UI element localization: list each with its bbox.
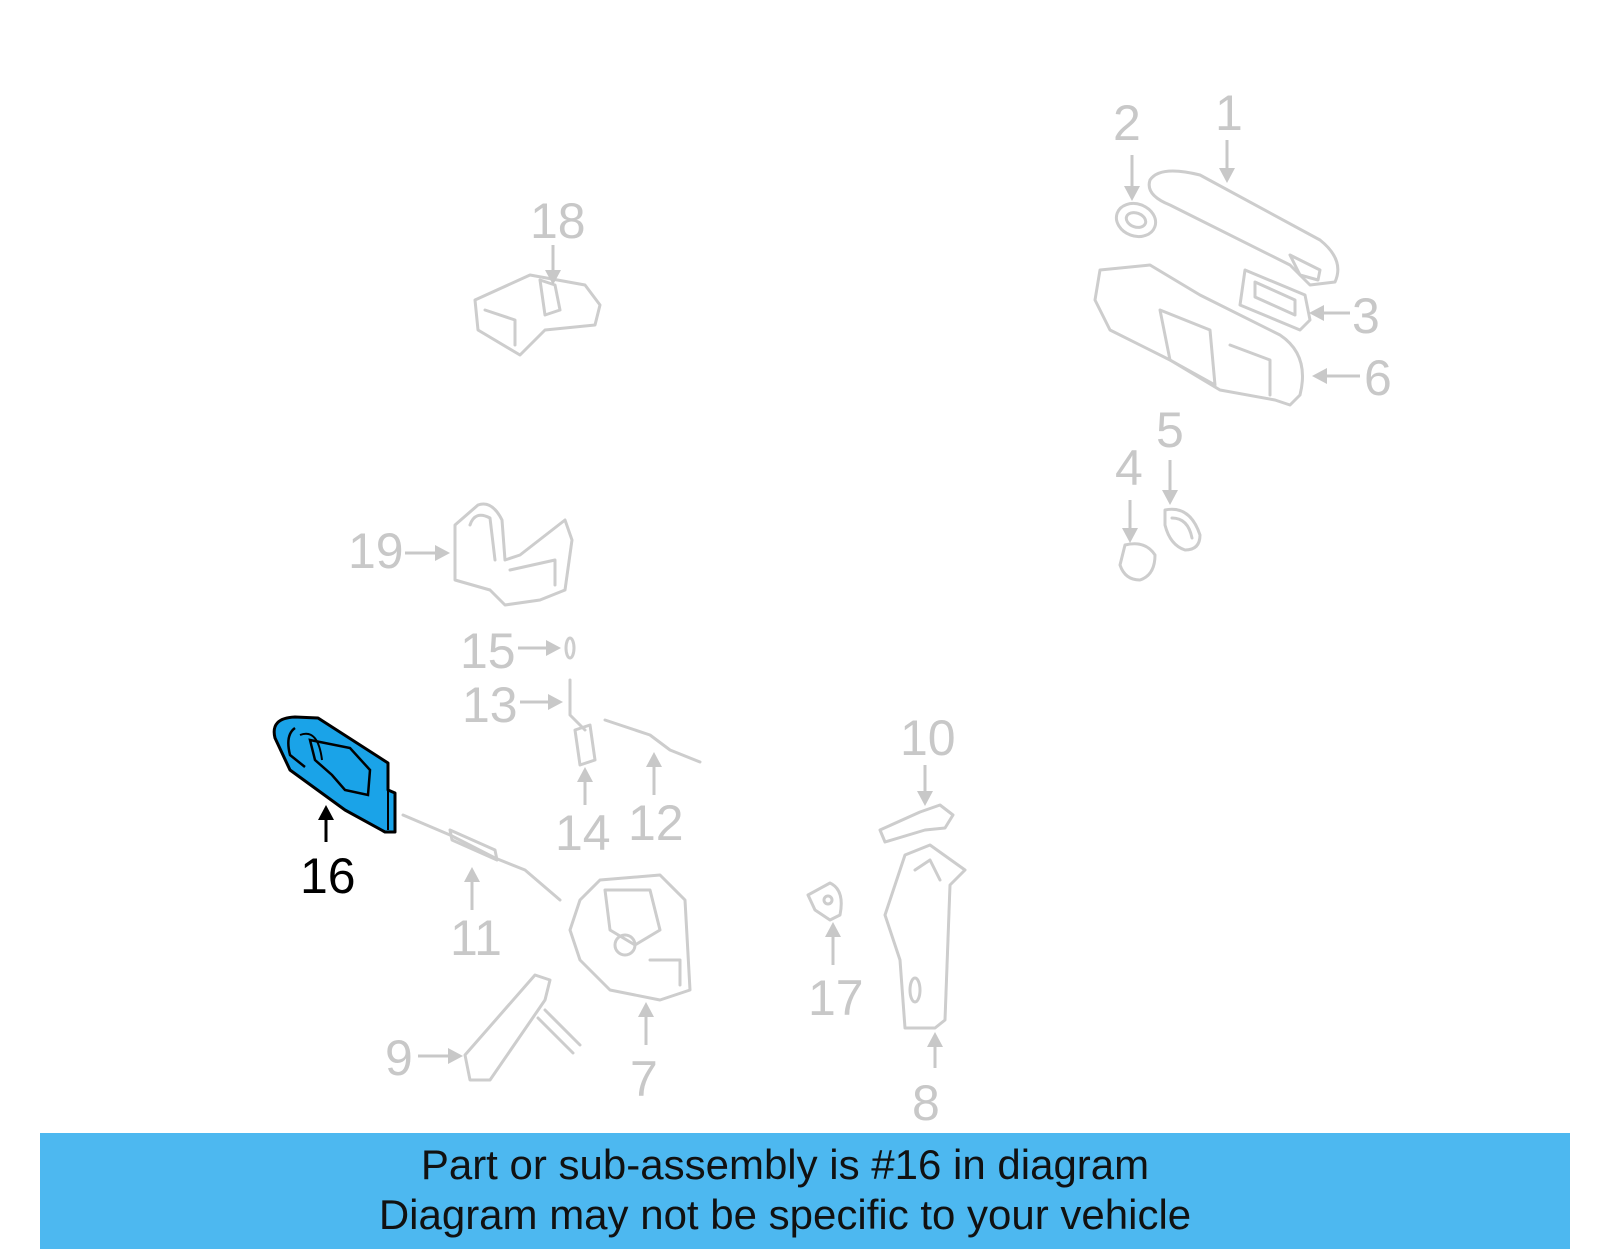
callout-17: 17	[808, 970, 864, 1026]
part-2-gasket	[1114, 201, 1158, 239]
arrow-7	[638, 1002, 654, 1045]
callout-19: 19	[348, 523, 404, 579]
callout-5: 5	[1156, 402, 1184, 458]
callout-14: 14	[555, 805, 611, 861]
part-9-bracket	[463, 973, 582, 1082]
callout-15: 15	[460, 623, 516, 679]
part-15-clip	[564, 636, 576, 660]
callout-3: 3	[1352, 288, 1380, 344]
part-19-striker	[453, 502, 574, 607]
arrow-17	[825, 922, 841, 965]
banner-line-part-number: Part or sub-assembly is #16 in diagram	[420, 1141, 1150, 1188]
callout-6: 6	[1364, 350, 1392, 406]
arrow-12	[646, 752, 662, 795]
part-12-rod	[603, 718, 702, 764]
arrow-19	[405, 545, 450, 561]
part-8-long-bracket	[883, 843, 967, 1030]
callout-9: 9	[385, 1030, 413, 1086]
banner-line-disclaimer: Diagram may not be specific to your vehi…	[378, 1191, 1192, 1238]
part-5-cap	[1163, 507, 1202, 552]
part-4-cap	[1118, 542, 1157, 582]
arrow-11	[464, 867, 480, 910]
part-7-latch	[568, 873, 692, 1002]
arrow-8	[927, 1032, 943, 1068]
callout-13: 13	[462, 677, 518, 733]
part-3-cover	[1238, 268, 1312, 332]
callout-11: 11	[450, 910, 502, 966]
callout-2: 2	[1113, 95, 1141, 151]
part-14-clip	[573, 723, 597, 767]
part-17-nut	[806, 881, 843, 922]
arrow-13	[520, 694, 563, 710]
part-1-outer-handle	[1147, 169, 1340, 287]
callout-4: 4	[1115, 440, 1143, 496]
part-10-pin	[878, 803, 955, 844]
arrow-1	[1219, 140, 1235, 183]
arrow-5	[1162, 460, 1178, 505]
arrow-16	[318, 805, 334, 842]
part-13-rod	[568, 678, 587, 732]
part-18-hinge	[473, 273, 602, 357]
part-16-inner-handle-highlighted	[272, 715, 397, 834]
callout-8: 8	[912, 1075, 940, 1131]
callout-16: 16	[300, 848, 356, 904]
arrow-14	[577, 767, 593, 805]
arrow-18	[545, 245, 561, 285]
callout-1: 1	[1215, 85, 1243, 141]
arrow-4	[1122, 500, 1138, 543]
callout-7: 7	[630, 1051, 658, 1107]
arrow-2	[1124, 155, 1140, 201]
callout-10: 10	[900, 710, 956, 766]
callout-18: 18	[530, 193, 586, 249]
arrow-15	[518, 640, 561, 656]
arrow-10	[917, 765, 933, 806]
part-11-cable	[401, 813, 562, 902]
arrow-9	[418, 1048, 463, 1064]
arrow-6	[1312, 368, 1360, 384]
info-banner: Part or sub-assembly is #16 in diagram D…	[40, 1133, 1570, 1249]
part-6-handle-base	[1093, 263, 1304, 407]
arrow-3	[1309, 305, 1350, 321]
callout-12: 12	[628, 795, 684, 851]
